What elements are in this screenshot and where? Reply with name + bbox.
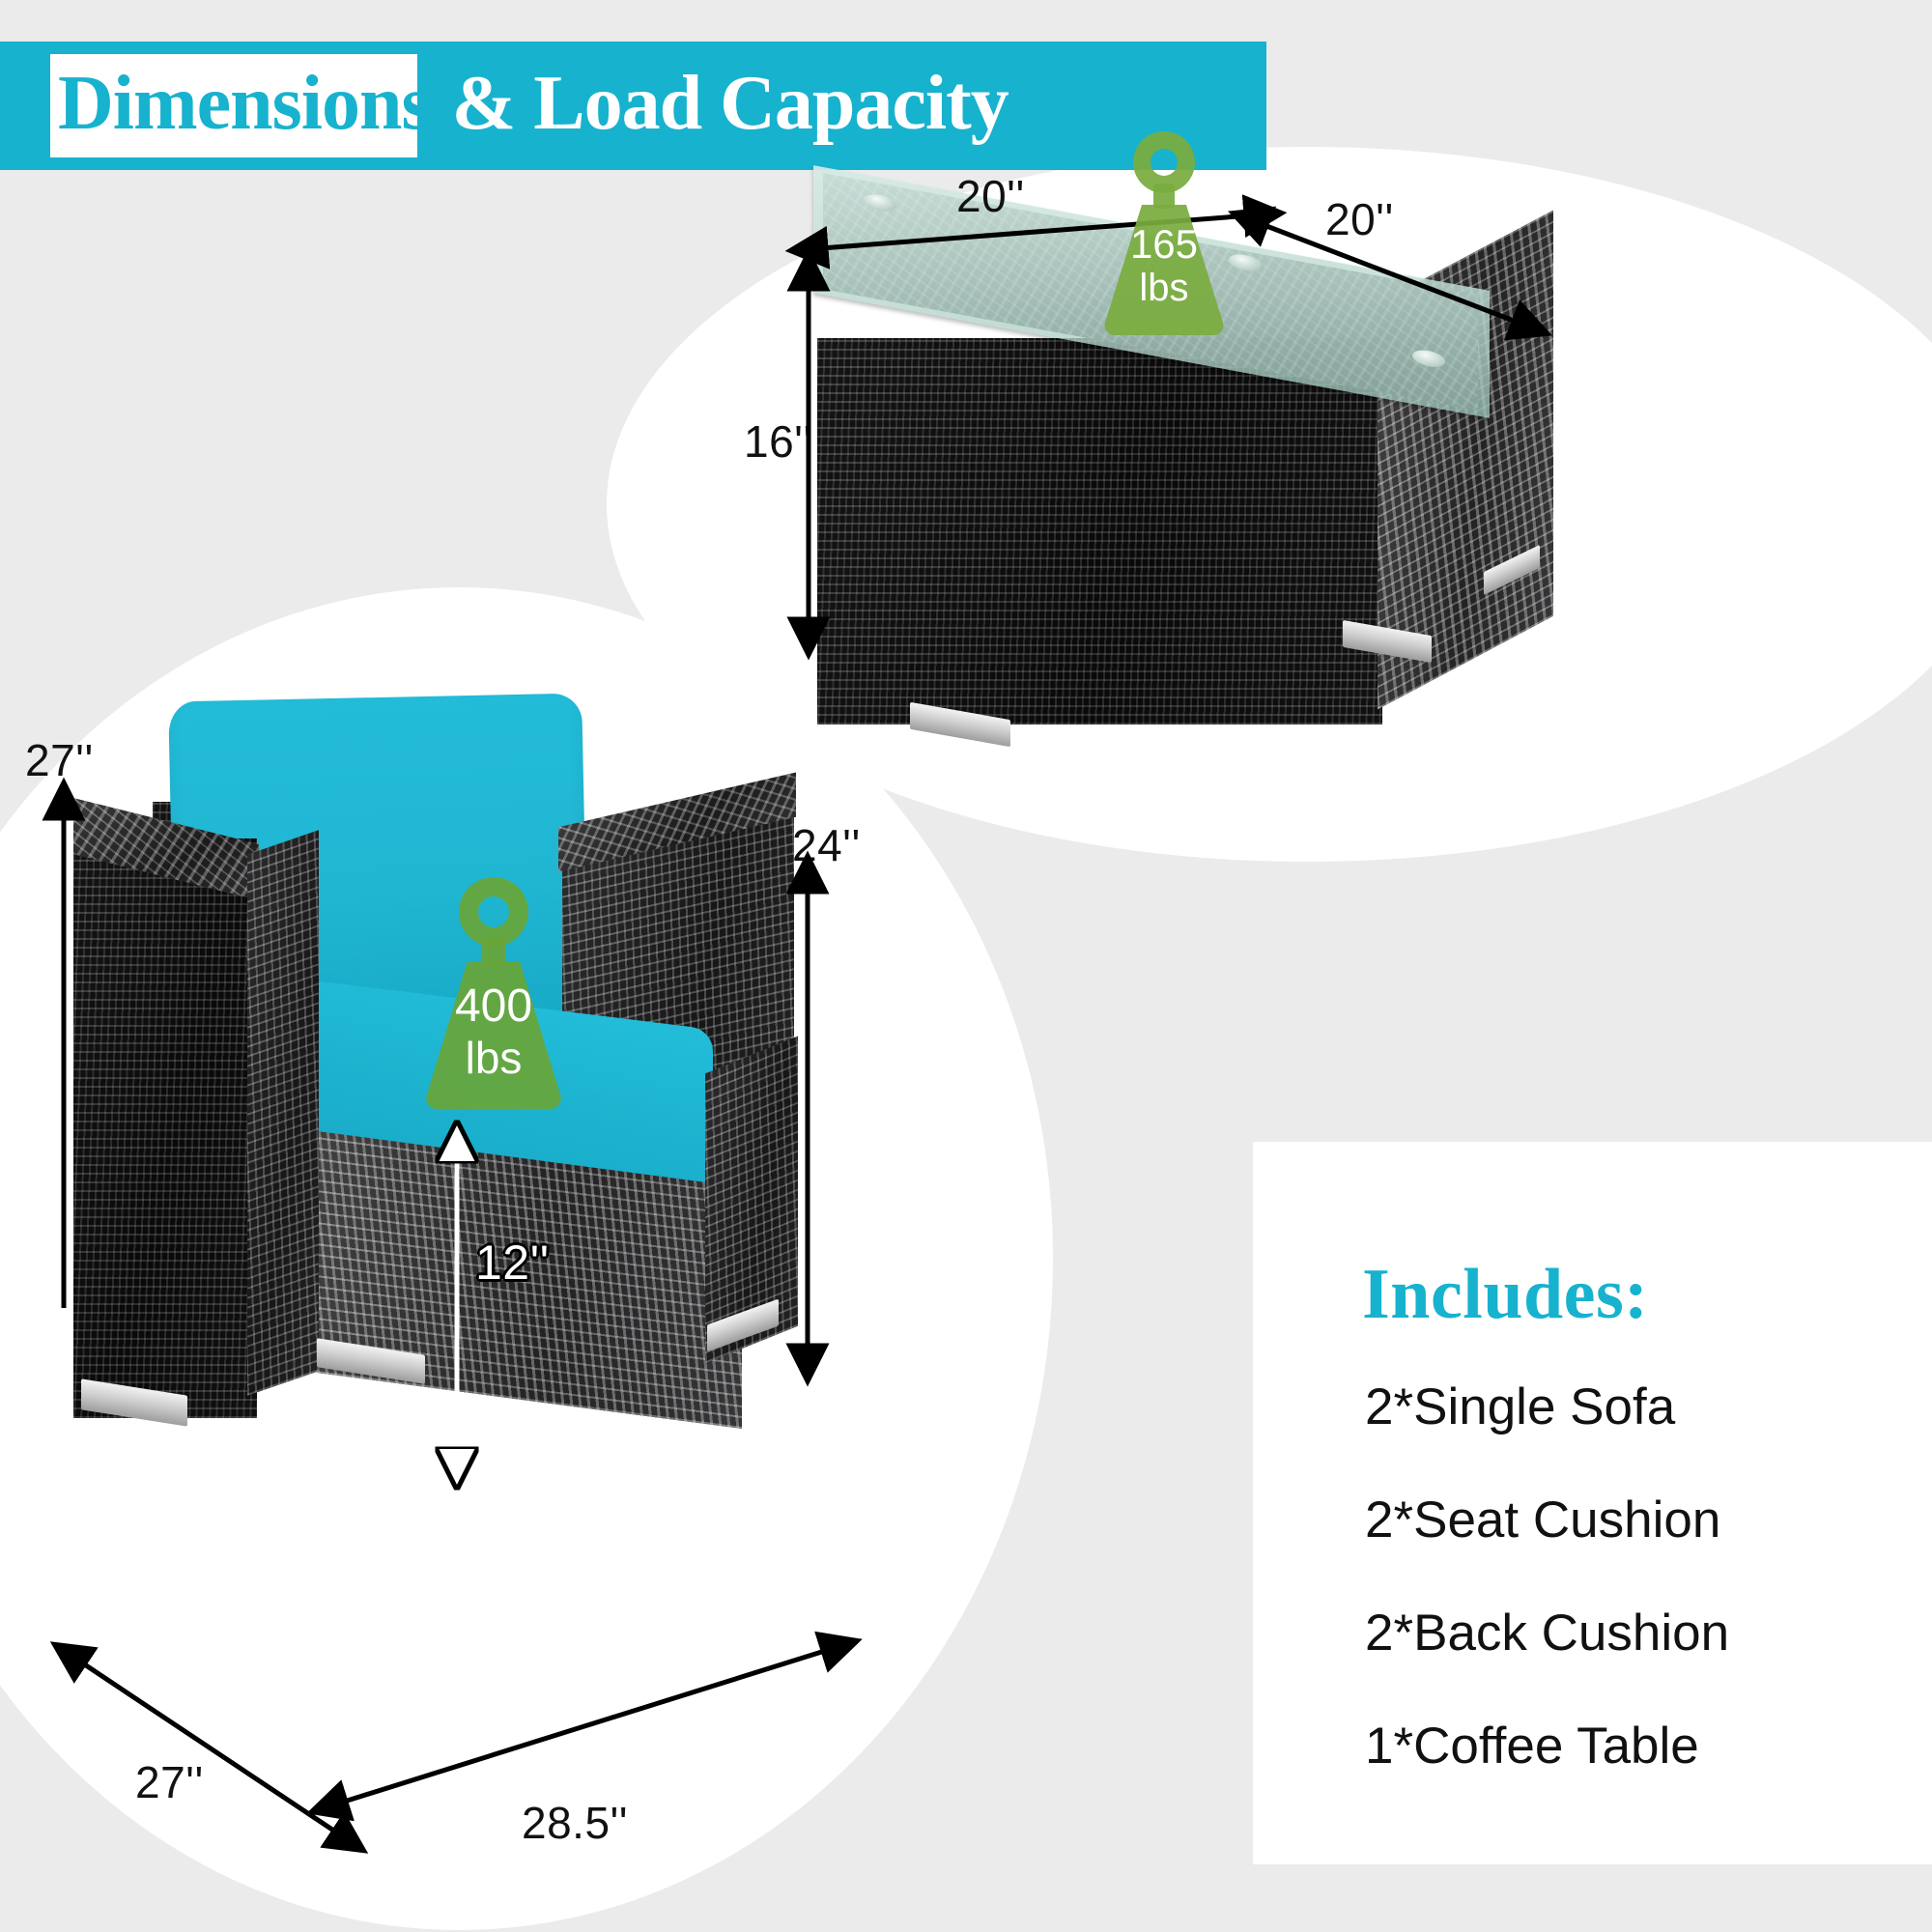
dimension-arrow-sofa-back-height [42,777,86,1308]
includes-card: Includes: 2*Single Sofa 2*Seat Cushion 2… [1253,1142,1932,1864]
dimension-label-sofa-seat-height: 12'' [475,1236,550,1290]
sofa-left-arm-outer [73,838,257,1418]
load-capacity-unit: lbs [1139,267,1189,309]
includes-list: 2*Single Sofa 2*Seat Cushion 2*Back Cush… [1365,1378,1906,1830]
load-capacity-value: 165 [1129,221,1199,267]
dimension-arrow-sofa-arm-height [785,850,830,1387]
dimension-label-sofa-arm-height: 24'' [792,820,861,870]
dimension-arrow-table-width-right [1227,206,1553,341]
dimension-arrow-sofa-seat-height [440,1145,478,1463]
table-front-panel [817,338,1382,724]
page-title: Dimensions & Load Capacity [58,49,1256,157]
single-sofa-image [68,676,869,1719]
list-item: 2*Back Cushion [1365,1605,1730,1662]
weight-icon [1104,131,1224,336]
list-item: 2*Single Sofa [1365,1378,1676,1435]
list-item: 1*Coffee Table [1365,1718,1699,1775]
dimension-arrow-table-height [786,247,831,661]
sofa-left-arm-inner [247,830,319,1396]
load-capacity-unit: lbs [465,1033,523,1083]
dimension-arrow-sofa-width [306,1631,863,1822]
dimension-label-sofa-back-height: 27'' [25,735,94,785]
weight-icon [426,877,561,1110]
load-capacity-value: 400 [454,980,533,1032]
load-capacity-badge-sofa: 400 lbs [402,869,585,1111]
page-title-part1: Dimensions [58,60,432,146]
header-highlight-box [50,54,417,157]
includes-title: Includes: [1362,1255,1649,1334]
page-title-part2: & Load Capacity [451,60,1009,146]
glass-pad [1412,348,1445,370]
load-capacity-badge-table: 165 lbs [1082,124,1246,336]
list-item: 2*Seat Cushion [1365,1492,1721,1548]
dimension-arrow-sofa-depth [49,1641,369,1854]
coffee-table-image [802,165,1594,811]
